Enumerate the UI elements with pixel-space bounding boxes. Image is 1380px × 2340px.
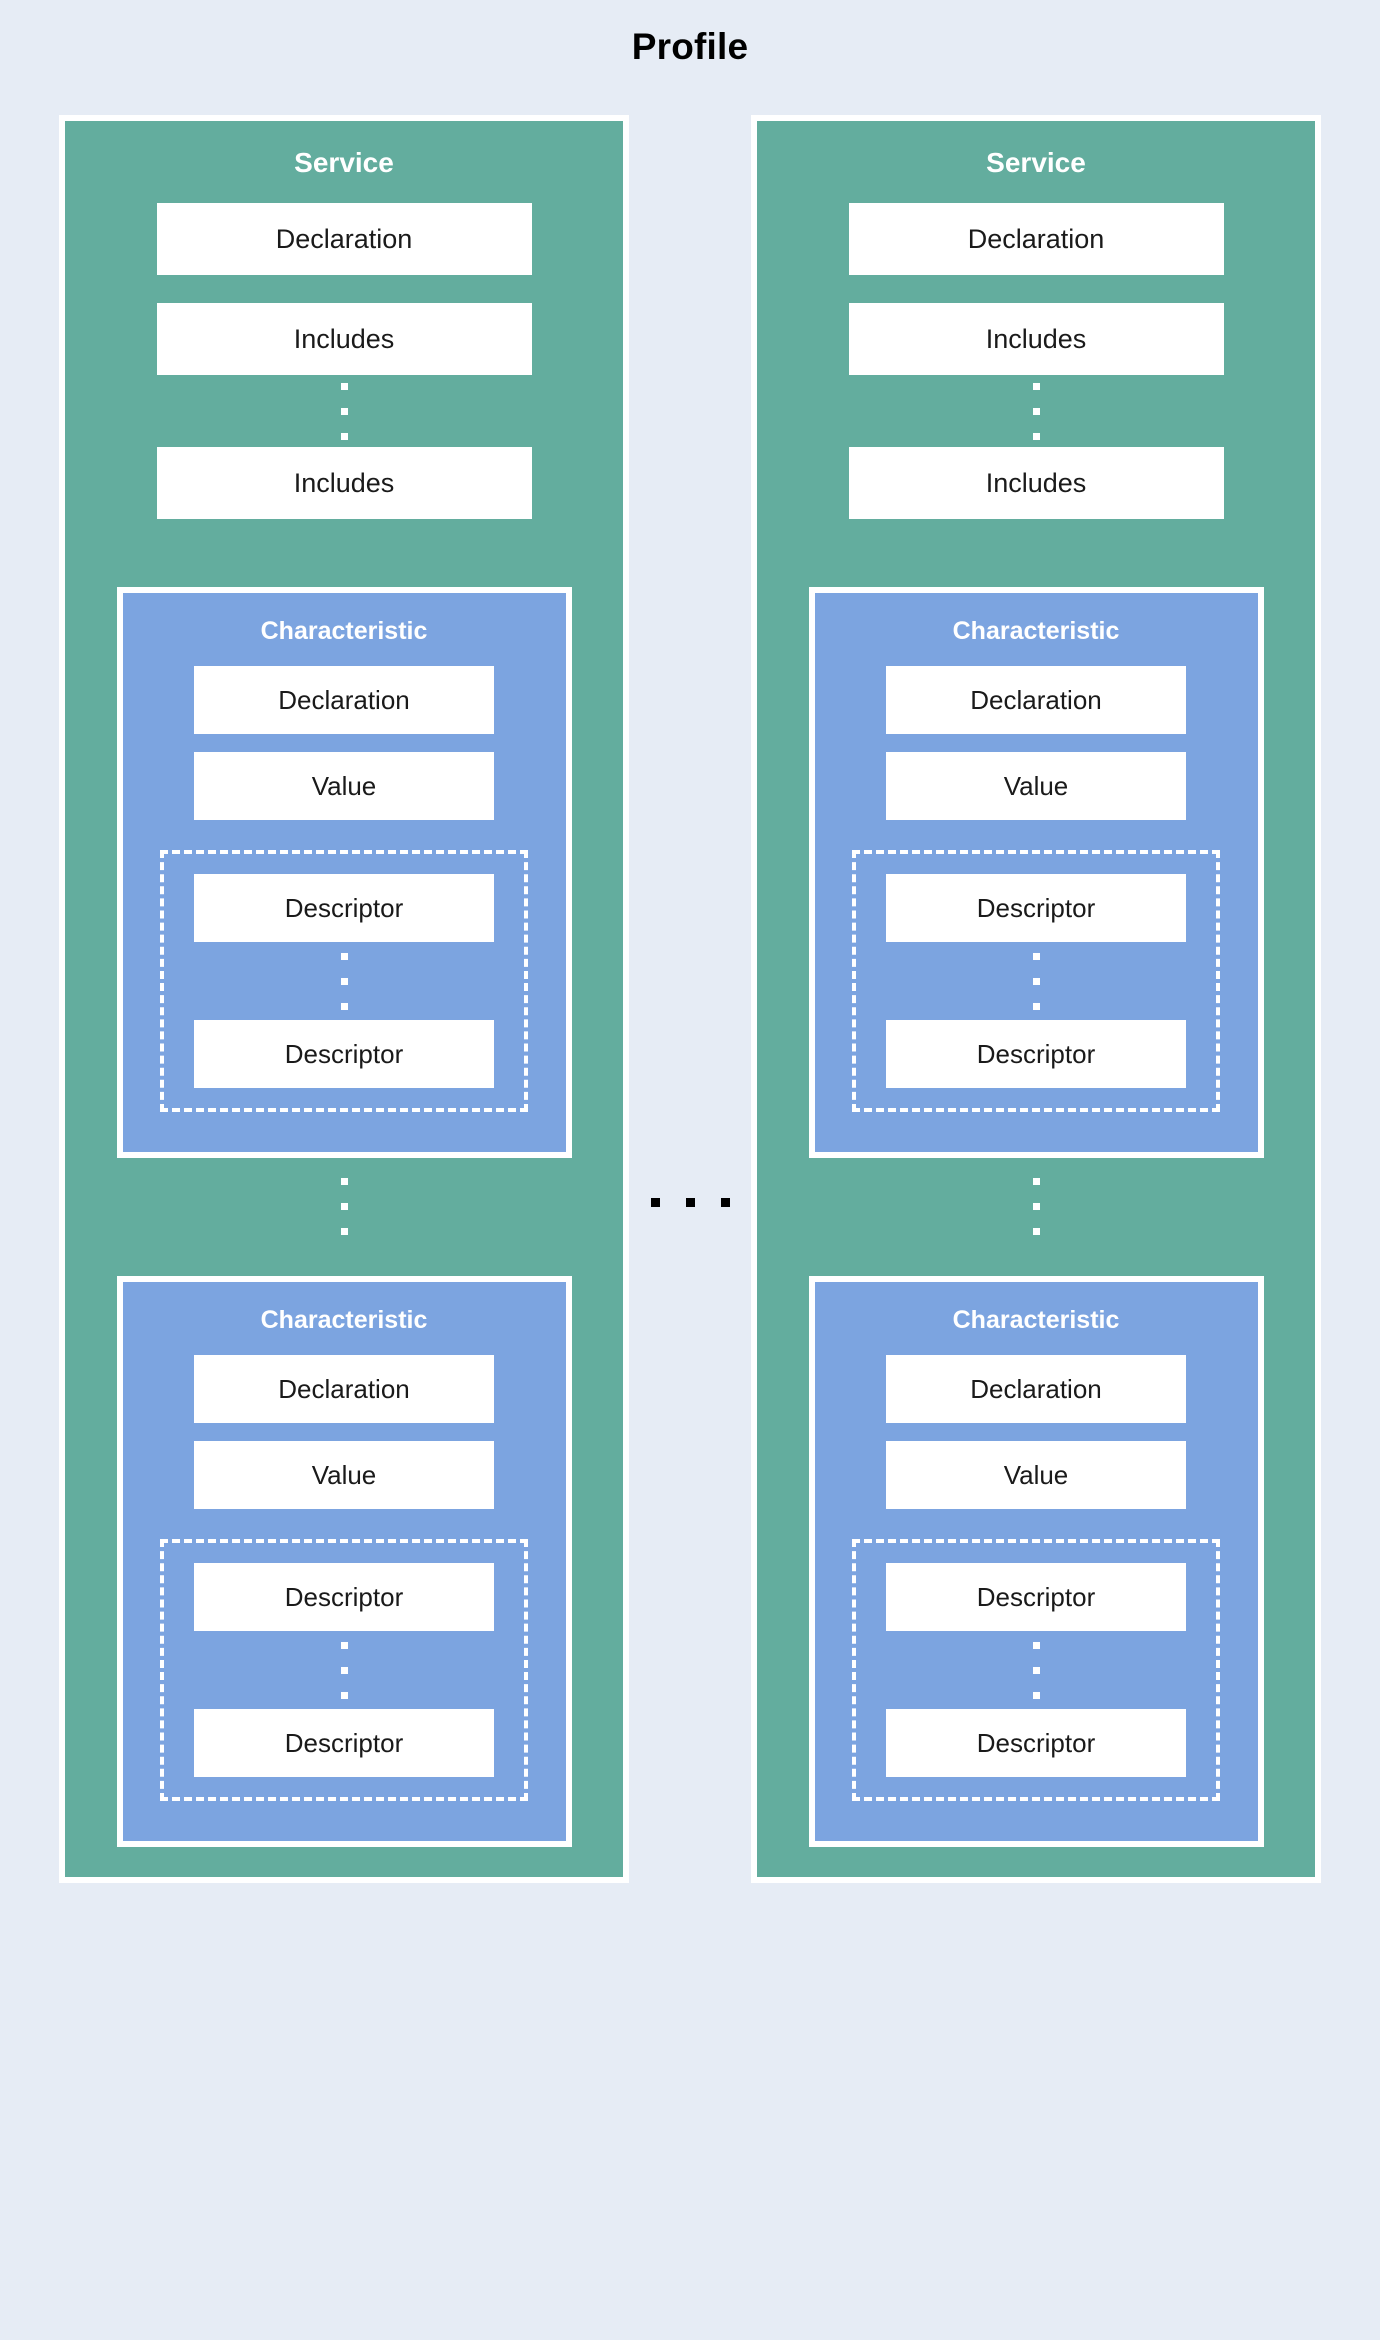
vertical-ellipsis-icon-descriptors bbox=[1032, 942, 1040, 1020]
descriptor-group: Descriptor Descriptor bbox=[160, 850, 528, 1112]
service-title: Service bbox=[986, 147, 1086, 178]
dot-icon bbox=[340, 952, 348, 960]
descriptor-box-last[interactable]: Descriptor bbox=[194, 1709, 494, 1777]
descriptor-box-first[interactable]: Descriptor bbox=[886, 874, 1186, 942]
column-gap bbox=[629, 115, 751, 2290]
dot-icon bbox=[340, 382, 348, 390]
service-declaration-box[interactable]: Declaration bbox=[848, 203, 1224, 275]
characteristic-declaration-box[interactable]: Declaration bbox=[886, 1355, 1186, 1423]
dot-icon bbox=[1032, 977, 1040, 985]
dot-icon bbox=[1032, 432, 1040, 440]
service-includes-box-last[interactable]: Includes bbox=[848, 447, 1224, 519]
dot-icon bbox=[720, 1198, 730, 1207]
descriptor-box-last[interactable]: Descriptor bbox=[886, 1709, 1186, 1777]
dot-icon bbox=[1032, 1177, 1040, 1185]
dot-icon bbox=[340, 977, 348, 985]
service-columns: Service Declaration Includes Includes Ch… bbox=[0, 115, 1380, 2290]
characteristic-declaration-box[interactable]: Declaration bbox=[194, 1355, 494, 1423]
vertical-ellipsis-icon-characteristics bbox=[340, 1158, 348, 1254]
vertical-ellipsis-icon-service-includes bbox=[340, 375, 348, 447]
dot-icon bbox=[340, 1227, 348, 1235]
descriptor-box-last[interactable]: Descriptor bbox=[194, 1020, 494, 1088]
dot-icon bbox=[1032, 382, 1040, 390]
service-panel-right[interactable]: Service Declaration Includes Includes Ch… bbox=[751, 115, 1321, 1883]
dot-icon bbox=[340, 1691, 348, 1699]
dot-icon bbox=[340, 1177, 348, 1185]
vertical-ellipsis-icon-descriptors bbox=[340, 1631, 348, 1709]
service-title: Service bbox=[294, 147, 394, 178]
dot-icon bbox=[685, 1198, 695, 1207]
horizontal-ellipsis-icon bbox=[650, 1198, 730, 1207]
dot-icon bbox=[650, 1198, 660, 1207]
characteristic-declaration-box[interactable]: Declaration bbox=[886, 666, 1186, 734]
dot-icon bbox=[340, 1002, 348, 1010]
dot-icon bbox=[340, 432, 348, 440]
descriptor-group: Descriptor Descriptor bbox=[852, 1539, 1220, 1801]
vertical-ellipsis-icon-descriptors bbox=[340, 942, 348, 1020]
service-includes-box-first[interactable]: Includes bbox=[848, 303, 1224, 375]
characteristic-title: Characteristic bbox=[952, 1306, 1120, 1334]
characteristic-title: Characteristic bbox=[260, 617, 428, 645]
descriptor-group: Descriptor Descriptor bbox=[852, 850, 1220, 1112]
descriptor-box-last[interactable]: Descriptor bbox=[886, 1020, 1186, 1088]
dot-icon bbox=[340, 1641, 348, 1649]
vertical-ellipsis-icon-service-includes bbox=[1032, 375, 1040, 447]
vertical-ellipsis-icon-characteristics bbox=[1032, 1158, 1040, 1254]
dot-icon bbox=[1032, 1691, 1040, 1699]
characteristic-title: Characteristic bbox=[260, 1306, 428, 1334]
descriptor-box-first[interactable]: Descriptor bbox=[886, 1563, 1186, 1631]
descriptor-box-first[interactable]: Descriptor bbox=[194, 1563, 494, 1631]
dot-icon bbox=[1032, 1227, 1040, 1235]
characteristic-value-box[interactable]: Value bbox=[194, 752, 494, 820]
characteristic-value-box[interactable]: Value bbox=[886, 752, 1186, 820]
page-title: Profile bbox=[631, 26, 749, 67]
dot-icon bbox=[1032, 1641, 1040, 1649]
descriptor-group: Descriptor Descriptor bbox=[160, 1539, 528, 1801]
dot-icon bbox=[340, 1202, 348, 1210]
characteristic-panel-2[interactable]: Characteristic Declaration Value Descrip… bbox=[116, 1276, 572, 1847]
characteristic-panel-1[interactable]: Characteristic Declaration Value Descrip… bbox=[116, 587, 572, 1158]
dot-icon bbox=[340, 407, 348, 415]
characteristic-panel-2[interactable]: Characteristic Declaration Value Descrip… bbox=[808, 1276, 1264, 1847]
dot-icon bbox=[1032, 952, 1040, 960]
vertical-ellipsis-icon-descriptors bbox=[1032, 1631, 1040, 1709]
dot-icon bbox=[1032, 1202, 1040, 1210]
service-declaration-box[interactable]: Declaration bbox=[156, 203, 532, 275]
dot-icon bbox=[340, 1666, 348, 1674]
service-includes-box-last[interactable]: Includes bbox=[156, 447, 532, 519]
characteristic-title: Characteristic bbox=[952, 617, 1120, 645]
characteristic-declaration-box[interactable]: Declaration bbox=[194, 666, 494, 734]
characteristic-panel-1[interactable]: Characteristic Declaration Value Descrip… bbox=[808, 587, 1264, 1158]
dot-icon bbox=[1032, 407, 1040, 415]
characteristic-value-box[interactable]: Value bbox=[886, 1441, 1186, 1509]
characteristic-value-box[interactable]: Value bbox=[194, 1441, 494, 1509]
dot-icon bbox=[1032, 1666, 1040, 1674]
descriptor-box-first[interactable]: Descriptor bbox=[194, 874, 494, 942]
service-includes-box-first[interactable]: Includes bbox=[156, 303, 532, 375]
service-panel-left[interactable]: Service Declaration Includes Includes Ch… bbox=[59, 115, 629, 1883]
dot-icon bbox=[1032, 1002, 1040, 1010]
